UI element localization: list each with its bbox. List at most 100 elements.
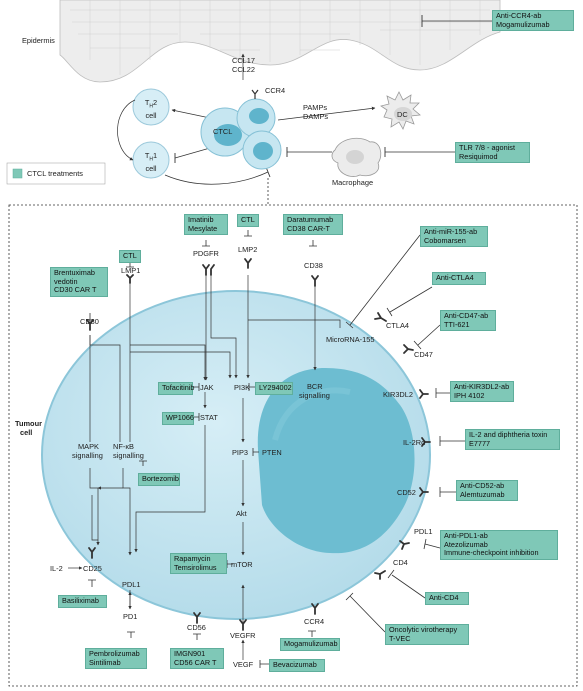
imatinib-line2: Mesylate	[188, 223, 218, 233]
imatinib-line1: Imatinib	[188, 215, 214, 224]
bevacizumab-treatment: Bevacizumab	[269, 659, 325, 672]
mtor-label: mTOR	[231, 560, 253, 569]
wp1066-treatment: WP1066	[162, 412, 194, 425]
daratumumab-line2: CD38 CAR-T	[287, 223, 330, 233]
anti-kir-line1: Anti-KIR3DL2-ab	[454, 382, 510, 391]
oncolytic-line1: Oncolytic virotherapy	[389, 625, 458, 634]
mapk-label: MAPK	[78, 442, 99, 451]
tofacitinib-treatment: Tofacitinib	[158, 382, 195, 395]
th2-cell-word: cell	[145, 111, 157, 121]
anti-mir-line1: Anti-miR-155-ab	[424, 227, 478, 236]
anti-ccr4-line1: Anti-CCR4-ab	[496, 11, 542, 20]
daratumumab-line1: Daratumumab	[287, 215, 334, 224]
anti-cd52-line1: Anti-CD52-ab	[460, 481, 505, 490]
th2-h: H	[149, 103, 154, 110]
th1-t: T	[144, 151, 150, 160]
tumour-cell-label-1: Tumour	[15, 419, 42, 428]
ctl-lmp1-line1: CTL	[123, 251, 137, 260]
damps-label: DAMPs	[303, 112, 329, 121]
oncolytic-line2: T-VEC	[389, 633, 411, 643]
bortezomib-treatment: Bortezomib	[138, 473, 180, 486]
brentuximab-line3: CD30 CAR T	[54, 285, 97, 295]
bortezomib-line1: Bortezomib	[142, 474, 179, 483]
anti-cd47-line2: TTI-621	[444, 319, 470, 329]
cd47-label: CD47	[414, 350, 433, 359]
mapk-signalling-label: signalling	[72, 451, 103, 460]
pdgfr-label: PDGFR	[193, 249, 219, 258]
pi3k-label: PI3K	[234, 383, 251, 392]
dc-label: DC	[397, 110, 408, 119]
anti-pdl1-line1: Anti-PDL1-ab	[444, 531, 488, 540]
mogamulizumab-line1: Mogamulizumab	[284, 639, 338, 648]
anti-cd4-treatment: Anti-CD4	[425, 592, 469, 605]
anti-pdl1-line2: Atezolizumab	[444, 539, 488, 549]
anti-pdl1-line3: Immune-checkpoint inhibition	[444, 548, 539, 558]
il2-toxin-line1: IL-2 and diphtheria toxin	[469, 430, 548, 439]
mogamulizumab-treatment: Mogamulizumab	[280, 638, 340, 651]
il2-label: IL-2	[50, 564, 63, 573]
il2-toxin-line2: E7777	[469, 438, 491, 448]
ctla4-label: CTLA4	[386, 321, 410, 330]
imgn901-line1: IMGN901	[174, 649, 206, 658]
pip3-label: PIP3	[232, 448, 249, 457]
il2ra-label: IL-2Rα	[403, 438, 426, 447]
macrophage-label: Macrophage	[332, 178, 374, 187]
ly294002-line1: LY294002	[259, 383, 292, 392]
ctl-lmp1-treatment: CTL	[119, 250, 141, 263]
cd25-label: CD25	[83, 564, 102, 573]
tofacitinib-line1: Tofacitinib	[162, 383, 195, 392]
tlr-line2: Resiquimod	[459, 151, 498, 161]
basiliximab-line1: Basiliximab	[62, 596, 99, 605]
th1-num: 1	[153, 151, 158, 160]
tumour-cell	[41, 290, 431, 620]
ccr4-top-label: CCR4	[265, 86, 286, 95]
anti-kir-line2: IPH 4102	[454, 390, 485, 400]
ccl17-label: CCL17	[232, 56, 256, 65]
ly294002-treatment: LY294002	[255, 382, 293, 395]
rapamycin-line1: Rapamycin	[174, 554, 211, 563]
legend-label: CTCL treatments	[27, 169, 83, 178]
jak-label: JAK	[200, 383, 214, 392]
basiliximab-treatment: Basiliximab	[58, 595, 107, 608]
brentuximab-line2: vedotin	[54, 276, 78, 286]
tumour-cell-label-2: cell	[20, 428, 33, 437]
cd52-label: CD52	[397, 488, 416, 497]
bcr-signalling-label: signalling	[299, 391, 330, 400]
lmp2-label: LMP2	[238, 245, 258, 254]
vegfr-label: VEGFR	[230, 631, 256, 640]
pembrolizumab-line2: Sintilimab	[89, 657, 121, 667]
epidermis-label: Epidermis	[22, 36, 55, 45]
kir3dl2-label: KIR3DL2	[383, 390, 413, 399]
ctl-lmp2-line1: CTL	[241, 215, 255, 224]
cd38-label: CD38	[304, 261, 323, 270]
pd1-label: PD1	[123, 612, 138, 621]
anti-cd47-line1: Anti-CD47-ab	[444, 311, 489, 320]
anti-ctla4-treatment: Anti-CTLA4	[432, 272, 486, 285]
anti-cd4-line1: Anti-CD4	[429, 593, 459, 602]
ctl-lmp2-treatment: CTL	[237, 214, 259, 227]
anti-cd52-line2: Alemtuzumab	[460, 489, 505, 499]
akt-label: Akt	[236, 509, 247, 518]
anti-ctla4-line1: Anti-CTLA4	[436, 273, 474, 282]
imgn901-line2: CD56 CAR T	[174, 657, 217, 667]
tlr-line1: TLR 7/8 - agonist	[459, 143, 515, 152]
ctcl-cell-cluster	[200, 89, 282, 170]
anti-mir-line2: Cobomarsen	[424, 235, 466, 245]
ccr4-bottom-label: CCR4	[304, 617, 325, 626]
lmp1-label: LMP1	[121, 266, 141, 275]
pamps-label: PAMPs	[303, 103, 328, 112]
dendritic-cell	[380, 91, 421, 130]
